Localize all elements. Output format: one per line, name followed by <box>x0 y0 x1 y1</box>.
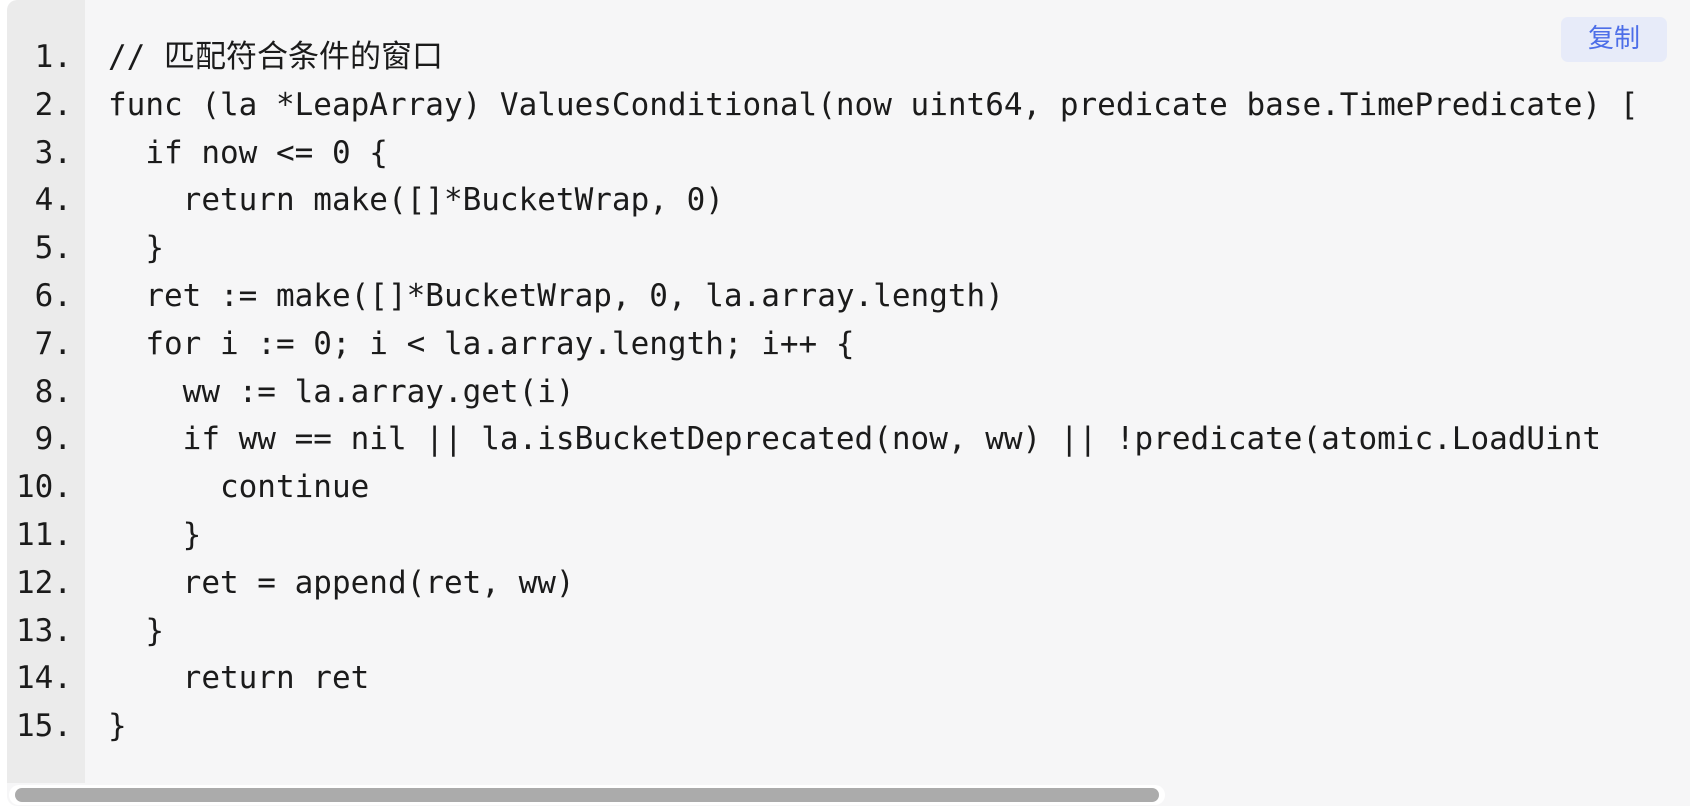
line-number: 13. <box>16 612 72 649</box>
code-row: 14. return ret <box>7 655 1690 703</box>
code-line-text: // 匹配符合条件的窗口 <box>108 39 443 75</box>
line-number: 9. <box>34 421 72 458</box>
code-row: 13. } <box>7 608 1690 656</box>
code-line-text: ret = append(ret, ww) <box>108 564 575 601</box>
code-row: 9. if ww == nil || la.isBucketDeprecated… <box>7 416 1690 464</box>
line-number: 14. <box>16 660 72 697</box>
code-line-text: if ww == nil || la.isBucketDeprecated(no… <box>108 421 1602 458</box>
line-number: 10. <box>16 469 72 506</box>
code-row: 15.} <box>7 703 1690 751</box>
line-number: 11. <box>16 516 72 553</box>
code-row: 7. for i := 0; i < la.array.length; i++ … <box>7 321 1690 369</box>
line-number: 15. <box>16 708 72 745</box>
code-row: 5. } <box>7 225 1690 273</box>
code-block: 复制 1. // 匹配符合条件的窗口 2. func (la *LeapArray) … <box>7 0 1690 806</box>
code-row: 11. } <box>7 512 1690 560</box>
line-number: 4. <box>34 182 72 219</box>
code-line-text: if now <= 0 { <box>108 134 388 171</box>
code-row: 10. continue <box>7 464 1690 512</box>
horizontal-scrollbar-track[interactable] <box>9 785 1165 805</box>
line-number: 1. <box>34 39 72 75</box>
horizontal-scrollbar-thumb[interactable] <box>15 788 1159 802</box>
code-row: 8. ww := la.array.get(i) <box>7 369 1690 417</box>
line-number: 5. <box>34 230 72 267</box>
code-line-text: continue <box>108 469 370 506</box>
code-line-text: } <box>108 612 164 649</box>
line-number: 12. <box>16 564 72 601</box>
code-row: 12. ret = append(ret, ww) <box>7 560 1690 608</box>
line-number: 3. <box>34 134 72 171</box>
code-row: 1. // 匹配符合条件的窗口 <box>7 34 1690 82</box>
code-line-text: func (la *LeapArray) ValuesConditional(n… <box>108 86 1639 123</box>
code-line-text: } <box>108 516 202 553</box>
code-line-text: ww := la.array.get(i) <box>108 373 575 410</box>
line-number: 6. <box>34 277 72 314</box>
line-number: 8. <box>34 373 72 410</box>
line-number: 7. <box>34 325 72 362</box>
code-row: 6. ret := make([]*BucketWrap, 0, la.arra… <box>7 273 1690 321</box>
code-row: 3. if now <= 0 { <box>7 130 1690 178</box>
code-row: 4. return make([]*BucketWrap, 0) <box>7 177 1690 225</box>
code-line-text: } <box>108 230 164 267</box>
code-line-text: return ret <box>108 660 370 697</box>
code-line-text: return make([]*BucketWrap, 0) <box>108 182 724 219</box>
code-row: 2. func (la *LeapArray) ValuesConditional… <box>7 82 1690 130</box>
code-line-text: for i := 0; i < la.array.length; i++ { <box>108 325 855 362</box>
line-number: 2. <box>34 86 72 123</box>
code-scroll-area[interactable]: 1. // 匹配符合条件的窗口 2. func (la *LeapArray) Val… <box>7 0 1690 806</box>
line-number-gutter <box>7 0 85 783</box>
code-line-text: } <box>108 708 127 745</box>
code-line-text: ret := make([]*BucketWrap, 0, la.array.l… <box>108 277 1004 314</box>
copy-button[interactable]: 复制 <box>1561 17 1667 62</box>
